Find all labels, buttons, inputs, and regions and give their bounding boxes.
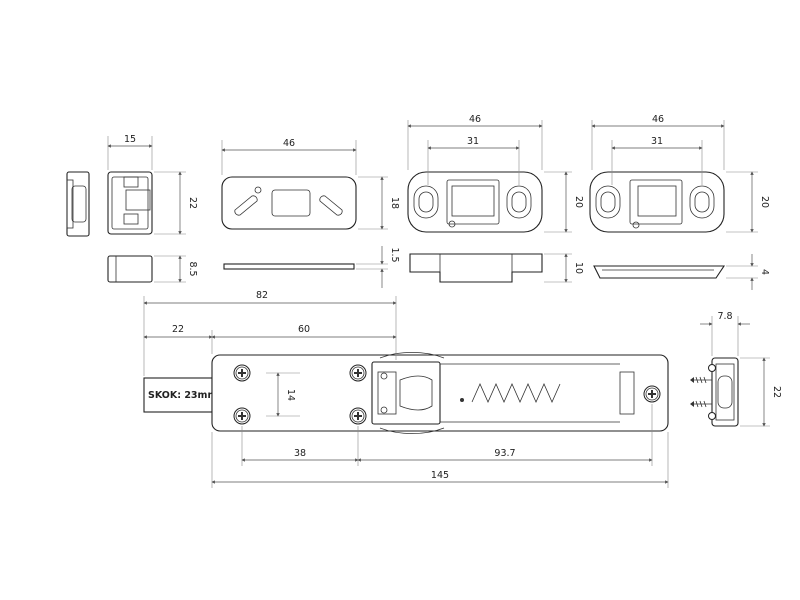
stroke-label: SKOK: 23mm bbox=[148, 390, 217, 401]
dim-plate-c-holes-label: 31 bbox=[651, 136, 663, 147]
dim-keeper-depth-label: 8.5 bbox=[187, 261, 198, 276]
dim-plate-a-height-label: 18 bbox=[389, 197, 400, 209]
dim-plate-c-width: 46 bbox=[591, 114, 725, 170]
keeper-depth-view bbox=[107, 255, 153, 283]
dim-keeper-width-label: 15 bbox=[124, 134, 136, 145]
end-keeper-view bbox=[690, 357, 739, 427]
dim-bolt-body-label: 60 bbox=[298, 324, 310, 335]
dim-plate-a-width-label: 46 bbox=[283, 138, 295, 149]
dim-screw-horizontal-label: 38 bbox=[294, 448, 306, 459]
dim-plate-c-thickness: 4 bbox=[726, 254, 770, 290]
bolt-body bbox=[211, 351, 669, 435]
logo-mark bbox=[471, 383, 561, 403]
dim-body-rest: 93.7 bbox=[357, 404, 653, 466]
dim-plate-a-height: 18 bbox=[358, 176, 400, 230]
dim-plate-c-height-label: 20 bbox=[759, 196, 770, 208]
dim-plate-b-thickness-label: 10 bbox=[573, 262, 584, 274]
dim-plate-b-width-label: 46 bbox=[469, 114, 481, 125]
keeper-front-view bbox=[107, 171, 153, 235]
bolt-rod: SKOK: 23mm bbox=[143, 377, 217, 413]
dim-overall-reach-label: 82 bbox=[256, 290, 268, 301]
dim-overall-length: 145 bbox=[211, 432, 669, 488]
dim-screw-horizontal: 38 bbox=[241, 426, 359, 466]
dim-screw-vertical: 14 bbox=[266, 372, 300, 417]
dim-end-width: 7.8 bbox=[700, 311, 750, 356]
dim-plate-b-thickness: 10 bbox=[544, 253, 584, 283]
dim-keeper-height: 22 bbox=[154, 171, 198, 235]
plate-b-side-view bbox=[409, 253, 543, 283]
dim-plate-c-width-label: 46 bbox=[652, 114, 664, 125]
screw-top-right-icon bbox=[349, 364, 367, 382]
dim-bolt-out: 22 bbox=[143, 324, 213, 354]
dim-body-rest-label: 93.7 bbox=[494, 448, 515, 459]
dim-keeper-height-label: 22 bbox=[187, 197, 198, 209]
plate-a-side-view bbox=[223, 263, 355, 270]
keeper-side-view bbox=[66, 171, 90, 237]
dim-plate-b-holes: 31 bbox=[427, 136, 520, 185]
dim-plate-b-holes-label: 31 bbox=[467, 136, 479, 147]
dim-keeper-depth: 8.5 bbox=[154, 255, 198, 283]
plate-b-front-view bbox=[407, 171, 543, 233]
dim-end-height-label: 22 bbox=[771, 386, 782, 398]
dim-keeper-width: 15 bbox=[107, 134, 153, 170]
screw-top-left-icon bbox=[233, 364, 251, 382]
dim-plate-c-thickness-label: 4 bbox=[759, 269, 770, 275]
plate-a-front-view bbox=[221, 176, 357, 230]
screw-bottom-left-icon bbox=[233, 407, 251, 425]
dim-plate-a-thickness: 1.5 bbox=[356, 246, 400, 288]
plate-c-front-view bbox=[589, 171, 725, 233]
dim-plate-b-height: 20 bbox=[544, 171, 584, 233]
dim-bolt-out-label: 22 bbox=[172, 324, 184, 335]
screw-bottom-right-icon bbox=[349, 407, 367, 425]
dim-overall-length-label: 145 bbox=[431, 470, 449, 481]
screw-end-icon bbox=[643, 385, 661, 403]
dim-bolt-body: 60 bbox=[211, 324, 397, 339]
dim-plate-a-width: 46 bbox=[221, 138, 357, 175]
dim-screw-vertical-label: 14 bbox=[285, 389, 296, 401]
dim-plate-b-height-label: 20 bbox=[573, 196, 584, 208]
wood-screw-top-icon bbox=[690, 376, 712, 384]
dim-plate-b-width: 46 bbox=[407, 114, 543, 170]
dim-end-height: 22 bbox=[740, 357, 782, 427]
dim-plate-c-holes: 31 bbox=[611, 136, 703, 185]
dim-plate-c-height: 20 bbox=[726, 171, 770, 233]
wood-screw-bottom-icon bbox=[690, 400, 712, 408]
dim-plate-a-thickness-label: 1.5 bbox=[389, 247, 400, 262]
dim-end-width-label: 7.8 bbox=[717, 311, 732, 322]
plate-c-side-view bbox=[593, 265, 726, 279]
